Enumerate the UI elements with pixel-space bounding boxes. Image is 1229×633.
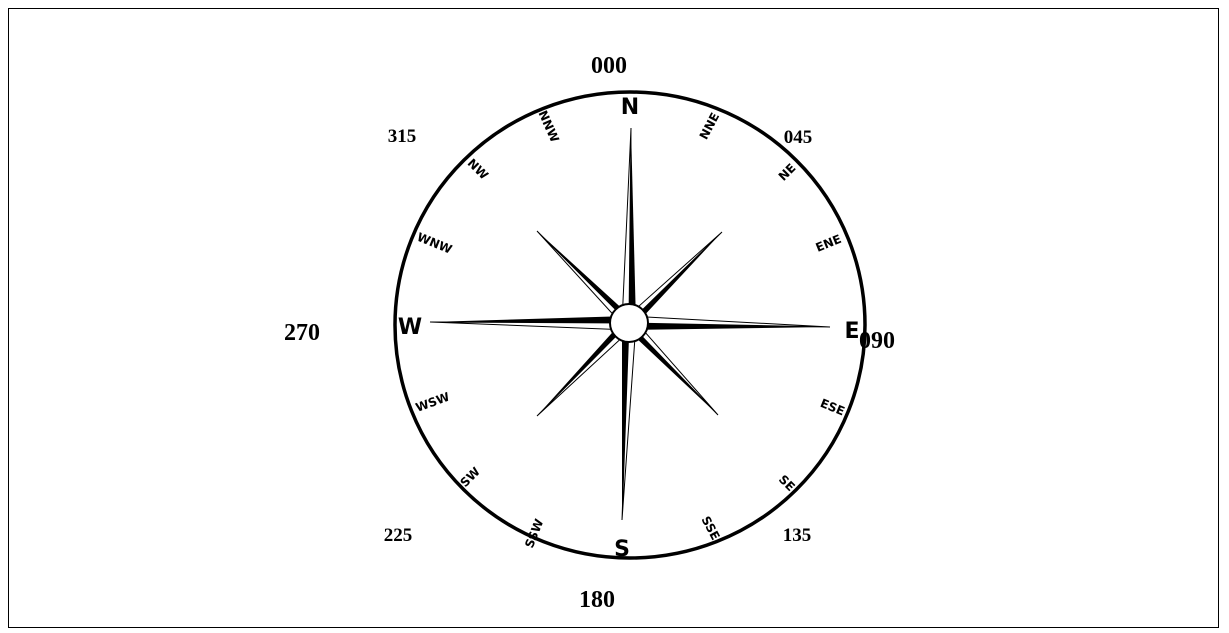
- point-label-wnw: WNW: [415, 230, 454, 257]
- point-label-ene: ENE: [814, 232, 844, 255]
- heading-270: 270: [284, 320, 320, 346]
- point-label-nne: NNE: [697, 110, 723, 142]
- heading-315: 315: [388, 126, 417, 147]
- heading-135: 135: [783, 525, 812, 546]
- heading-090: 090: [859, 328, 895, 354]
- point-label-n: N: [621, 95, 639, 120]
- point-label-w: W: [398, 315, 422, 340]
- heading-180: 180: [579, 587, 615, 613]
- point-label-ssw: SSW: [522, 517, 546, 550]
- star-spike-w-light: [430, 322, 629, 330]
- point-label-nw: NW: [465, 156, 491, 182]
- star-spike-w-dark: [430, 316, 629, 323]
- heading-000: 000: [591, 53, 627, 79]
- compass-center: [610, 304, 648, 342]
- point-label-sse: SSE: [698, 514, 722, 543]
- point-label-s: S: [614, 537, 630, 562]
- point-label-e: E: [844, 319, 859, 344]
- point-label-wsw: WSW: [414, 390, 452, 415]
- point-label-nnw: NNW: [535, 108, 561, 144]
- point-label-ne: NE: [776, 161, 799, 184]
- point-label-ese: ESE: [818, 396, 846, 418]
- heading-225: 225: [384, 525, 413, 546]
- heading-045: 045: [784, 127, 813, 148]
